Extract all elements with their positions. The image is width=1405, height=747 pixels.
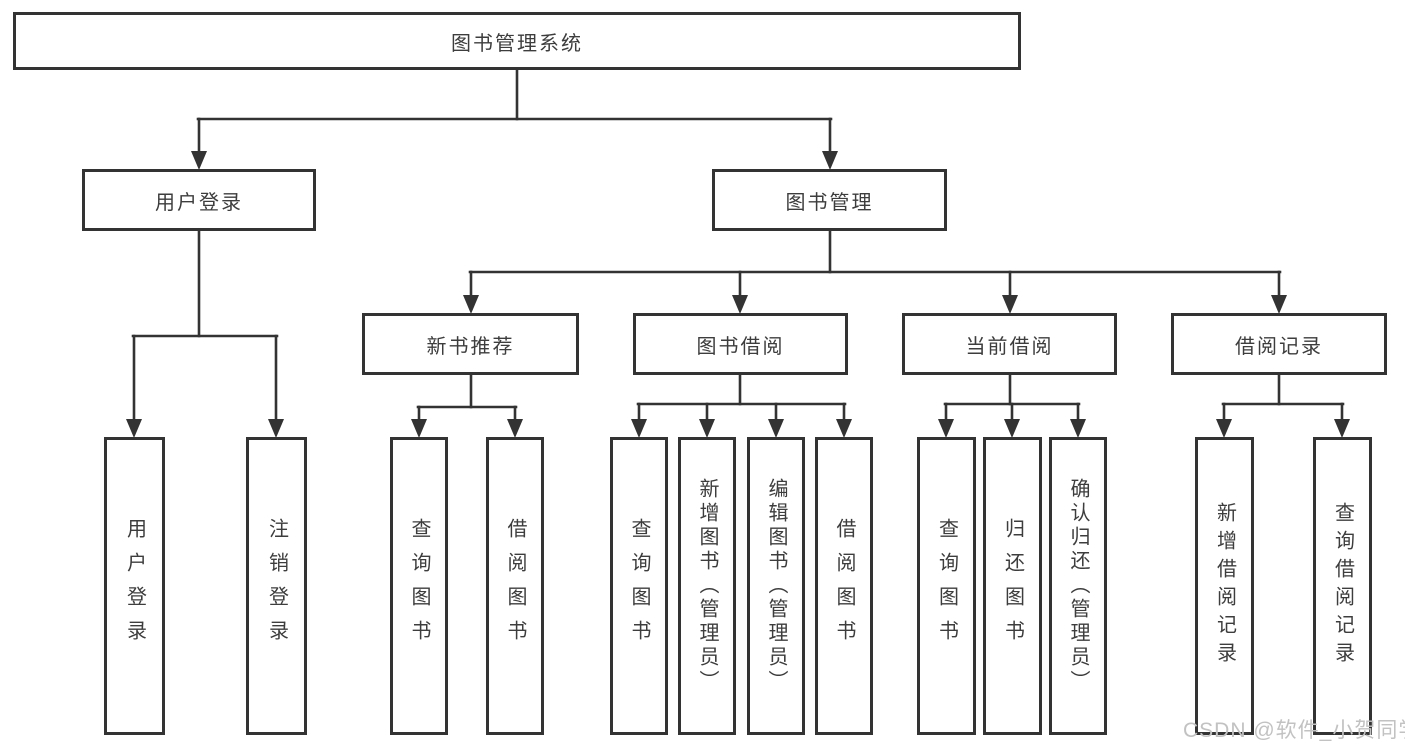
leaf-borrowing-add-books-admin: 新增图书（管理员） [678, 437, 736, 735]
leaf-current-confirm-return-admin-label: 确认归还（管理员） [1067, 478, 1089, 694]
leaf-user-login: 用户登录 [104, 437, 165, 735]
node-current-borrowing: 当前借阅 [902, 313, 1117, 375]
node-book-borrowing: 图书借阅 [633, 313, 848, 375]
node-borrowing-records: 借阅记录 [1171, 313, 1387, 375]
node-library-system-label: 图书管理系统 [451, 32, 583, 55]
node-user-login-label: 用户登录 [155, 191, 243, 214]
leaf-records-add-borrow-record-label: 新增借阅记录 [1213, 502, 1236, 670]
leaf-recommend-borrow-books-label: 借阅图书 [504, 518, 526, 654]
leaf-user-login-label: 用户登录 [123, 518, 146, 654]
leaf-current-query-books-label: 查询图书 [935, 518, 958, 654]
leaf-current-return-books: 归还图书 [983, 437, 1042, 735]
node-book-management: 图书管理 [712, 169, 947, 231]
leaf-records-query-borrow-record-label: 查询借阅记录 [1331, 502, 1354, 670]
leaf-current-confirm-return-admin: 确认归还（管理员） [1049, 437, 1107, 735]
node-current-borrowing-label: 当前借阅 [965, 335, 1054, 358]
leaf-logout-label: 注销登录 [265, 518, 288, 654]
node-new-book-recommend-label: 新书推荐 [426, 335, 515, 358]
node-book-borrowing-label: 图书借阅 [696, 335, 785, 358]
node-library-system: 图书管理系统 [13, 12, 1021, 70]
leaf-records-query-borrow-record: 查询借阅记录 [1313, 437, 1372, 735]
leaf-records-add-borrow-record: 新增借阅记录 [1195, 437, 1254, 735]
leaf-logout: 注销登录 [246, 437, 307, 735]
leaf-borrowing-borrow-books-label: 借阅图书 [833, 518, 855, 654]
leaf-recommend-borrow-books: 借阅图书 [486, 437, 544, 735]
csdn-watermark: CSDN @软件_小贺同学 [1183, 719, 1405, 742]
leaf-recommend-query-books-label: 查询图书 [408, 518, 430, 654]
leaf-borrowing-edit-books-admin-label: 编辑图书（管理员） [765, 478, 787, 694]
leaf-current-query-books: 查询图书 [917, 437, 976, 735]
leaf-borrowing-edit-books-admin: 编辑图书（管理员） [747, 437, 805, 735]
node-borrowing-records-label: 借阅记录 [1235, 335, 1323, 358]
node-new-book-recommend: 新书推荐 [362, 313, 579, 375]
leaf-recommend-query-books: 查询图书 [390, 437, 448, 735]
leaf-borrowing-add-books-admin-label: 新增图书（管理员） [696, 478, 718, 694]
leaf-current-return-books-label: 归还图书 [1001, 518, 1024, 654]
node-book-management-label: 图书管理 [785, 191, 874, 214]
leaf-borrowing-borrow-books: 借阅图书 [815, 437, 873, 735]
leaf-borrowing-query-books: 查询图书 [610, 437, 668, 735]
leaf-borrowing-query-books-label: 查询图书 [628, 518, 650, 654]
node-user-login: 用户登录 [82, 169, 316, 231]
